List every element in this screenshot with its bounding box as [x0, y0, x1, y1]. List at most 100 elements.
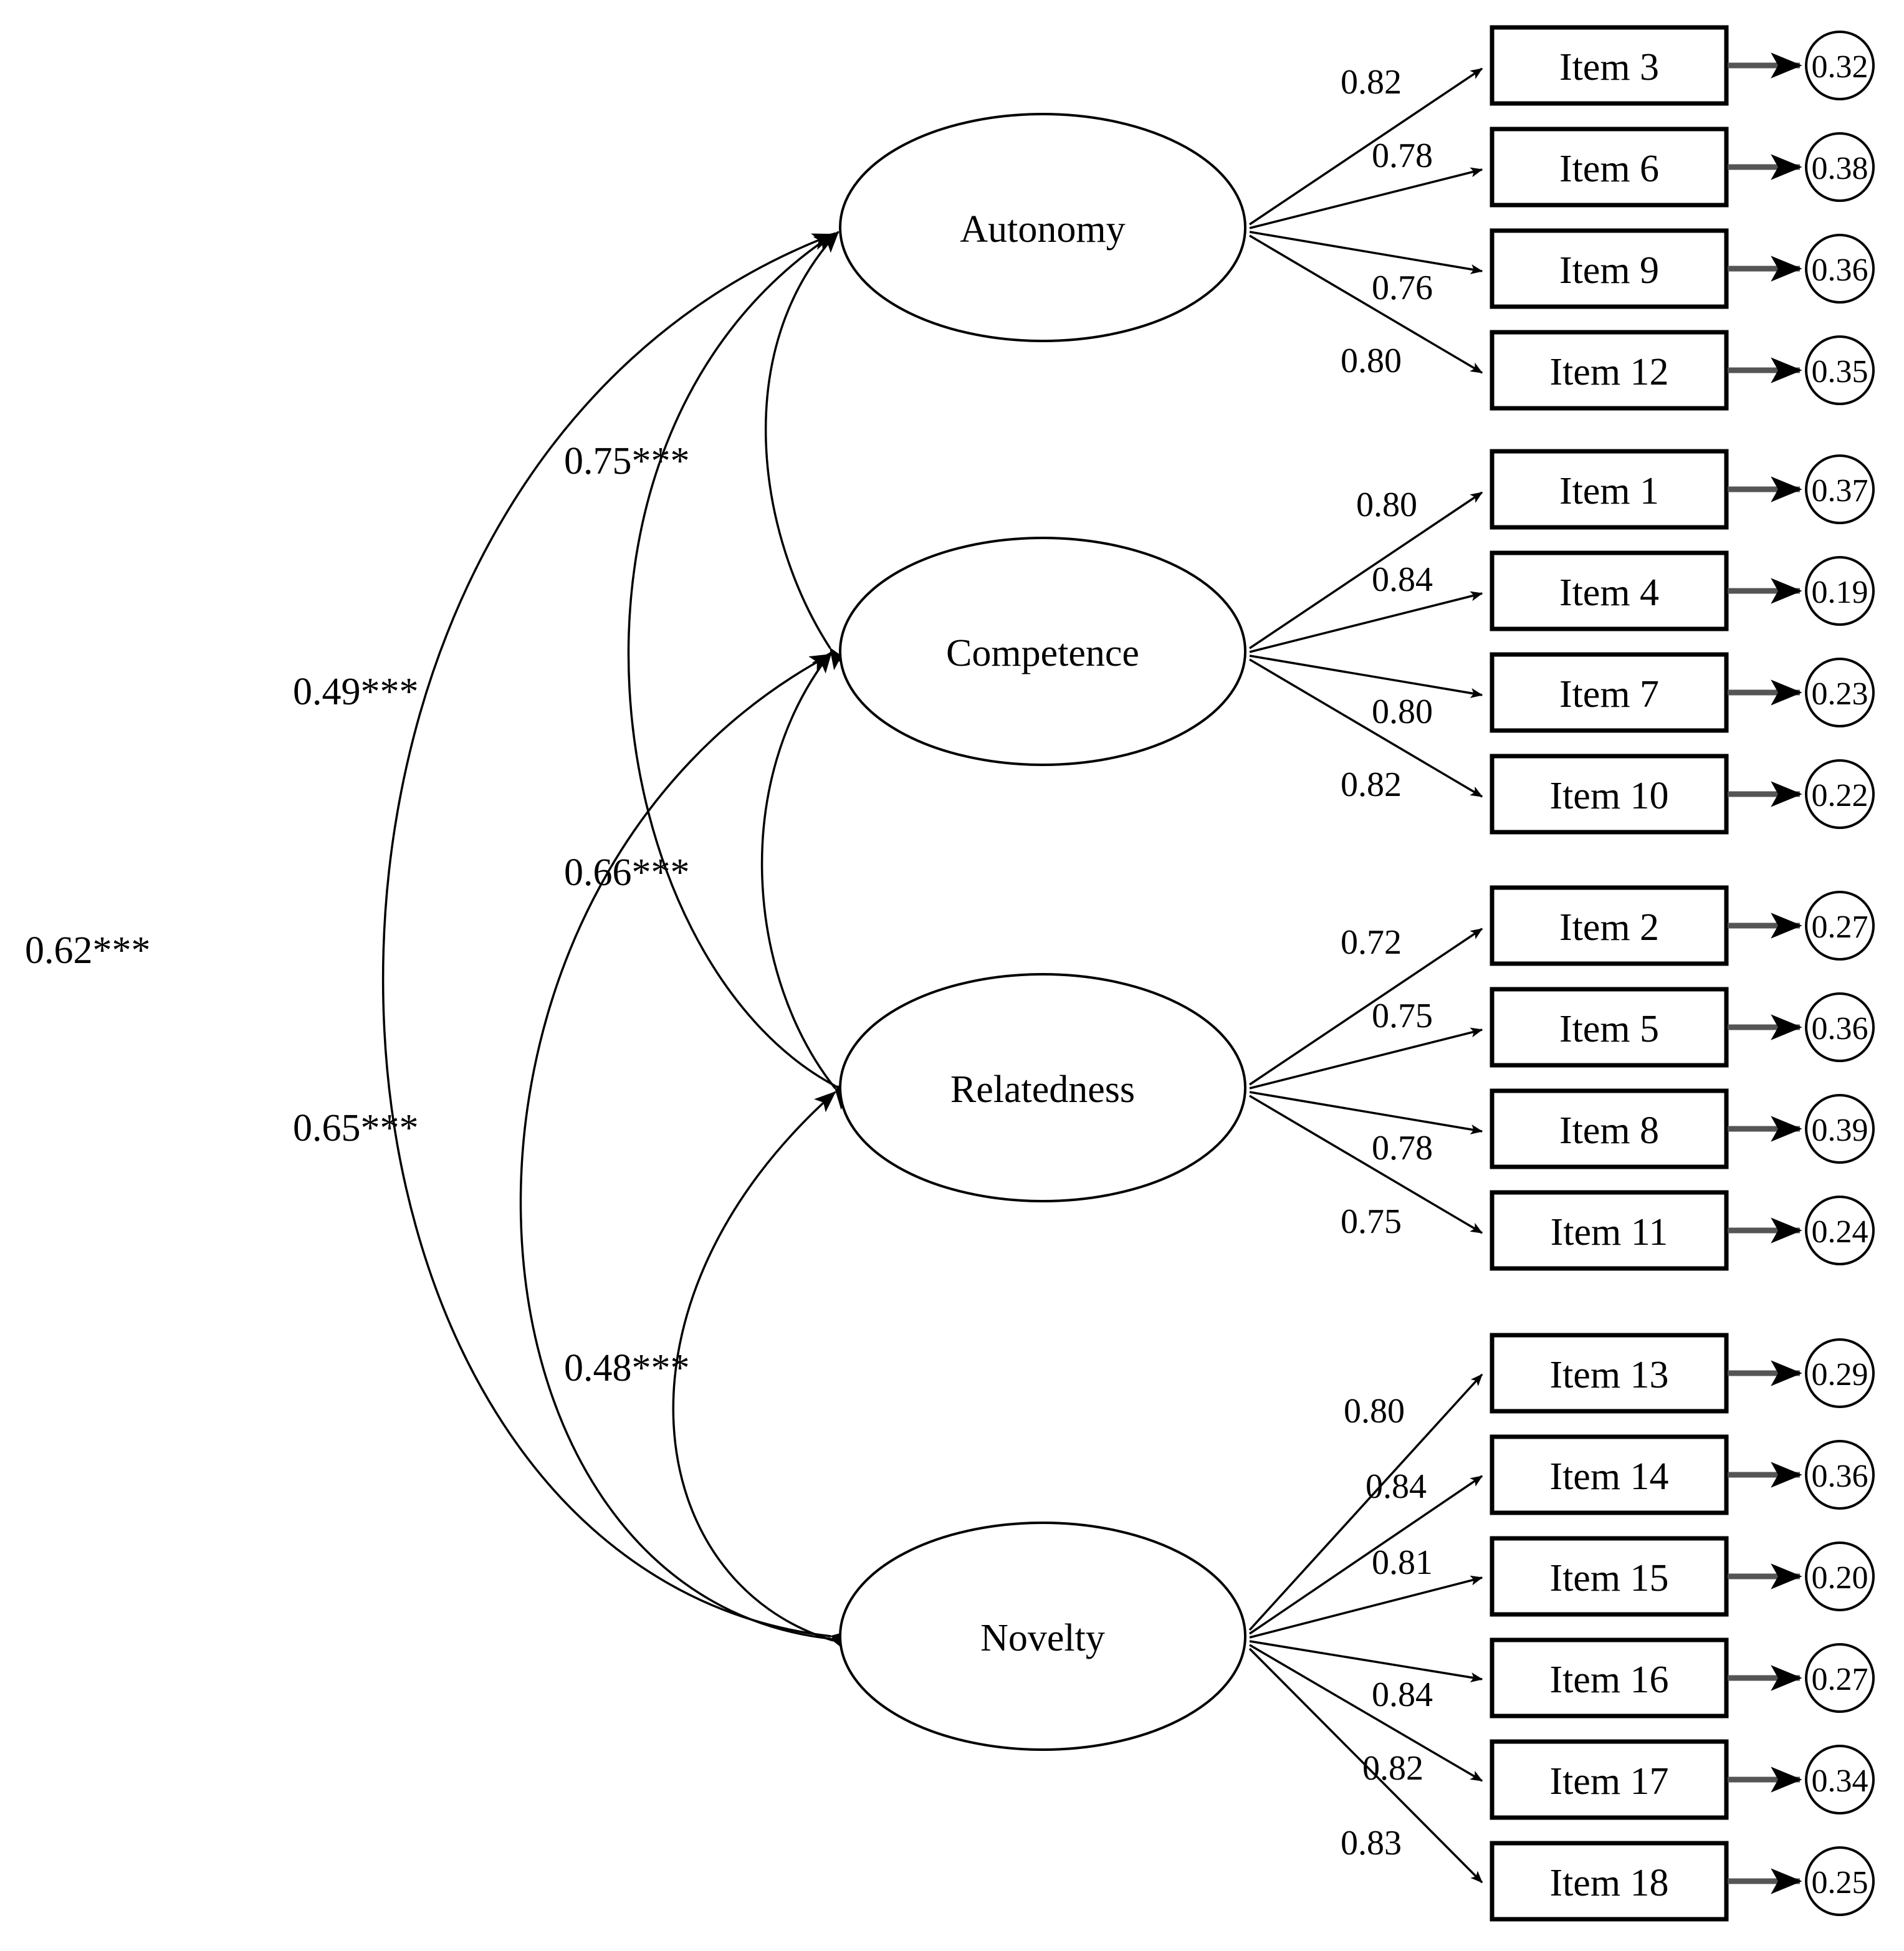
indicator-item[interactable]: Item 9 0.36: [1490, 228, 1875, 309]
residual-circle-autonomy-3[interactable]: [1805, 335, 1875, 405]
item-label-competence-1: Item 4: [1559, 572, 1659, 614]
corr-arc-competence-novelty: [519, 653, 853, 1650]
indicator-item[interactable]: Item 18 0.25: [1490, 1841, 1875, 1922]
residual-circle-relatedness-2[interactable]: [1805, 1094, 1875, 1164]
indicator-group-novelty: Item 13 0.29 Item 14 0.36 Item 15 0.20 I…: [1490, 1333, 1875, 1922]
item-box-novelty-4[interactable]: [1490, 1739, 1729, 1820]
indicator-group-relatedness: Item 2 0.27 Item 5 0.36 Item 8 0.39 Item…: [1490, 885, 1875, 1271]
residual-label-novelty-2: 0.20: [1812, 1560, 1868, 1596]
indicator-item[interactable]: Item 3 0.32: [1490, 25, 1875, 106]
residual-circle-novelty-2[interactable]: [1805, 1541, 1875, 1611]
item-box-autonomy-0[interactable]: [1490, 25, 1729, 106]
item-label-relatedness-3: Item 11: [1551, 1211, 1668, 1254]
relatedness-ellipse[interactable]: [839, 973, 1246, 1202]
residual-label-competence-3: 0.22: [1812, 778, 1868, 813]
residual-circle-novelty-1[interactable]: [1805, 1440, 1875, 1510]
novelty-ellipse[interactable]: [839, 1522, 1246, 1751]
item-label-autonomy-1: Item 6: [1559, 148, 1659, 190]
item-box-novelty-5[interactable]: [1490, 1841, 1729, 1922]
residual-circle-relatedness-3[interactable]: [1805, 1196, 1875, 1265]
item-box-relatedness-1[interactable]: [1490, 987, 1729, 1068]
corr-arc-relatedness-novelty: [672, 1091, 856, 1655]
residual-circle-autonomy-2[interactable]: [1805, 234, 1875, 304]
item-box-competence-3[interactable]: [1490, 754, 1729, 835]
item-box-autonomy-2[interactable]: [1490, 228, 1729, 309]
residual-circle-relatedness-0[interactable]: [1805, 891, 1875, 961]
corr-arc-autonomy-relatedness: [627, 232, 858, 1103]
item-box-competence-2[interactable]: [1490, 652, 1729, 733]
indicator-item[interactable]: Item 13 0.29: [1490, 1333, 1875, 1414]
loading-arrows-novelty: [1248, 1373, 1483, 1884]
indicator-group-competence: Item 1 0.37 Item 4 0.19 Item 7 0.23 Item…: [1490, 449, 1875, 835]
residual-circle-relatedness-1[interactable]: [1805, 992, 1875, 1062]
indicator-item[interactable]: Item 14 0.36: [1490, 1434, 1875, 1515]
residual-circle-novelty-5[interactable]: [1805, 1846, 1875, 1916]
item-box-competence-0[interactable]: [1490, 449, 1729, 530]
item-box-competence-1[interactable]: [1490, 550, 1729, 631]
indicator-item[interactable]: Item 5 0.36: [1490, 987, 1875, 1068]
loading-label-competence-0: 0.80: [1356, 486, 1417, 524]
latent-factor-competence[interactable]: Competence: [839, 537, 1246, 766]
item-label-novelty-4: Item 17: [1549, 1760, 1668, 1803]
item-box-novelty-3[interactable]: [1490, 1637, 1729, 1719]
item-box-novelty-1[interactable]: [1490, 1434, 1729, 1515]
indicator-item[interactable]: Item 15 0.20: [1490, 1536, 1875, 1617]
loading-arrow-relatedness-0: [1249, 928, 1483, 1086]
residual-label-autonomy-3: 0.35: [1812, 354, 1868, 390]
corr-label-relatedness-novelty: 0.48***: [564, 1347, 690, 1389]
latent-factor-novelty[interactable]: Novelty: [839, 1522, 1246, 1751]
residual-circle-competence-0[interactable]: [1805, 454, 1875, 524]
loading-arrow-novelty-1: [1249, 1475, 1483, 1635]
item-box-autonomy-1[interactable]: [1490, 127, 1729, 208]
loading-label-competence-2: 0.80: [1372, 693, 1433, 731]
item-box-novelty-2[interactable]: [1490, 1536, 1729, 1617]
item-box-novelty-0[interactable]: [1490, 1333, 1729, 1414]
residual-label-competence-1: 0.19: [1812, 575, 1868, 610]
residual-circle-competence-3[interactable]: [1805, 759, 1875, 829]
indicator-item[interactable]: Item 16 0.27: [1490, 1637, 1875, 1719]
indicator-item[interactable]: Item 1 0.37: [1490, 449, 1875, 530]
item-label-relatedness-2: Item 8: [1559, 1110, 1659, 1152]
indicator-item[interactable]: Item 17 0.34: [1490, 1739, 1875, 1820]
residual-circle-novelty-3[interactable]: [1805, 1643, 1875, 1713]
autonomy-ellipse[interactable]: [839, 113, 1246, 342]
residual-circle-novelty-4[interactable]: [1805, 1745, 1875, 1814]
loading-arrows-autonomy: [1249, 67, 1483, 374]
residual-label-relatedness-0: 0.27: [1812, 909, 1868, 945]
novelty-label: Novelty: [980, 1617, 1105, 1659]
loading-label-autonomy-3: 0.80: [1341, 342, 1402, 380]
item-box-relatedness-3[interactable]: [1490, 1190, 1729, 1271]
item-box-relatedness-2[interactable]: [1490, 1088, 1729, 1169]
loading-label-novelty-0: 0.80: [1344, 1392, 1405, 1431]
indicator-item[interactable]: Item 8 0.39: [1490, 1088, 1875, 1169]
indicator-item[interactable]: Item 10 0.22: [1490, 754, 1875, 835]
indicator-item[interactable]: Item 7 0.23: [1490, 652, 1875, 733]
indicator-item[interactable]: Item 12 0.35: [1490, 330, 1875, 411]
loading-label-relatedness-0: 0.72: [1341, 923, 1402, 962]
loading-label-novelty-4: 0.82: [1362, 1749, 1423, 1788]
loading-label-novelty-3: 0.84: [1372, 1675, 1433, 1714]
indicator-item[interactable]: Item 11 0.24: [1490, 1190, 1875, 1271]
loading-arrow-competence-1: [1249, 591, 1483, 653]
item-box-relatedness-0[interactable]: [1490, 885, 1729, 966]
competence-ellipse[interactable]: [839, 537, 1246, 766]
latent-factor-autonomy[interactable]: Autonomy: [839, 113, 1246, 342]
loading-arrow-relatedness-2: [1249, 1091, 1483, 1134]
residual-circle-autonomy-0[interactable]: [1805, 31, 1875, 100]
latent-factor-relatedness[interactable]: Relatedness: [839, 973, 1246, 1202]
residual-label-novelty-0: 0.29: [1812, 1357, 1868, 1393]
item-box-autonomy-3[interactable]: [1490, 330, 1729, 411]
indicator-item[interactable]: Item 4 0.19: [1490, 550, 1875, 631]
residual-circle-competence-2[interactable]: [1805, 658, 1875, 727]
residual-circle-novelty-0[interactable]: [1805, 1338, 1875, 1408]
indicator-item[interactable]: Item 6 0.38: [1490, 127, 1875, 208]
loading-labels: 0.82 0.78 0.76 0.80 0.80 0.84 0.80 0.82 …: [1341, 63, 1433, 1862]
residual-circle-autonomy-1[interactable]: [1805, 132, 1875, 202]
loading-arrow-competence-0: [1249, 491, 1483, 650]
indicator-item[interactable]: Item 2 0.27: [1490, 885, 1875, 966]
loading-arrows-relatedness: [1249, 928, 1483, 1234]
residual-label-novelty-5: 0.25: [1812, 1865, 1868, 1901]
item-label-relatedness-0: Item 2: [1559, 906, 1659, 949]
residual-circle-competence-1[interactable]: [1805, 556, 1875, 626]
corr-label-autonomy-competence: 0.75***: [564, 440, 690, 482]
